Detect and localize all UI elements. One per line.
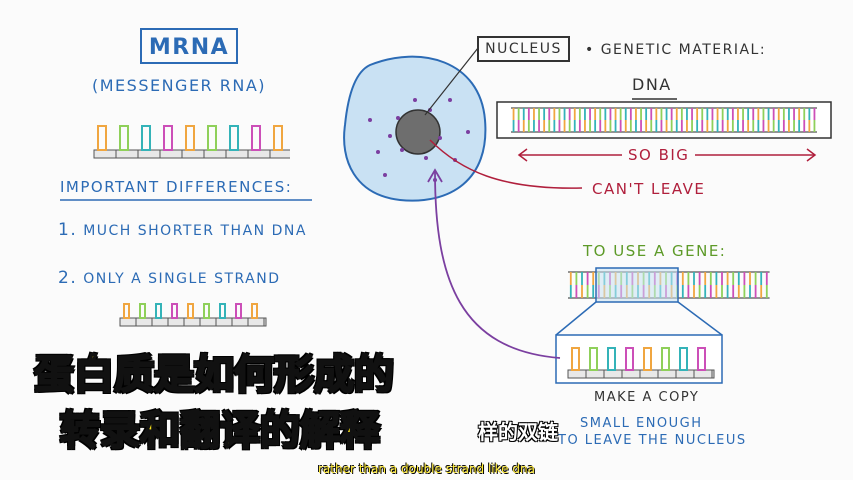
nucleus-label-box: NUCLEUS xyxy=(477,36,570,62)
nucleus-pointer xyxy=(424,47,479,116)
dna-dots xyxy=(368,98,470,182)
nucleotide-base xyxy=(171,303,178,319)
difference-2-number: 2. xyxy=(58,268,78,288)
copy-zoom xyxy=(555,301,723,384)
nucleotide-base xyxy=(155,303,162,319)
overlay-title-line2: 转录和翻译的解释 xyxy=(59,407,381,455)
nucleotide-base xyxy=(643,347,652,371)
dna-underline xyxy=(632,98,677,100)
nucleotide-base xyxy=(219,303,226,319)
nucleotide-base xyxy=(251,125,261,151)
gene-dna-strand xyxy=(568,267,770,303)
subtitle-english: rather than a double strand like dna xyxy=(318,462,535,476)
small-enough-line2: TO LEAVE THE NUCLEUS xyxy=(558,433,747,448)
dna-box xyxy=(496,101,832,139)
nucleotide-base xyxy=(141,125,151,151)
mrna-title: MRNA xyxy=(148,35,230,60)
to-use-gene-label: TO USE A GENE: xyxy=(583,242,727,260)
nucleotide-base xyxy=(123,303,130,319)
nucleotide-base xyxy=(697,347,706,371)
strand-backbone xyxy=(567,369,715,379)
subtitle-chinese: 样的双链 xyxy=(478,420,558,444)
mrna-strand-large xyxy=(93,125,290,159)
cant-leave-label: CAN'T LEAVE xyxy=(592,180,706,198)
nucleotide-base xyxy=(203,303,210,319)
nucleotide-base xyxy=(571,347,580,371)
mrna-subtitle: (MESSENGER RNA) xyxy=(92,76,267,95)
nucleotide-base xyxy=(273,125,283,151)
nucleotide-base xyxy=(235,303,242,319)
difference-1: 1. MUCH SHORTER THAN DNA xyxy=(58,220,307,240)
nucleotide-base xyxy=(661,347,670,371)
difference-1-text: MUCH SHORTER THAN DNA xyxy=(83,223,307,239)
nucleotide-base xyxy=(229,125,239,151)
cant-leave-arrow xyxy=(429,139,583,189)
nucleus xyxy=(395,109,441,155)
strand-backbone xyxy=(119,317,267,327)
nucleotide-base xyxy=(251,303,258,319)
nucleotide-base xyxy=(207,125,217,151)
overlay-title-line1: 蛋白质是如何形成的 xyxy=(33,351,395,399)
gene-highlight xyxy=(595,267,679,303)
genetic-material-label: • GENETIC MATERIAL: xyxy=(585,42,767,58)
nucleotide-base xyxy=(163,125,173,151)
nucleotide-base xyxy=(185,125,195,151)
nucleotide-base xyxy=(97,125,107,151)
small-enough-line1: SMALL ENOUGH xyxy=(580,416,703,431)
heading-underline xyxy=(60,199,312,201)
differences-heading: IMPORTANT DIFFERENCES: xyxy=(60,178,293,196)
mrna-title-box: MRNA xyxy=(140,28,238,64)
nucleotide-base xyxy=(607,347,616,371)
so-big-label: SO BIG xyxy=(622,146,696,164)
difference-2-text: ONLY A SINGLE STRAND xyxy=(83,271,281,287)
make-copy-label: MAKE A COPY xyxy=(594,390,700,405)
nucleotide-base xyxy=(139,303,146,319)
nucleus-label: NUCLEUS xyxy=(485,41,562,57)
mrna-strand-small xyxy=(119,303,267,327)
nucleotide-base xyxy=(589,347,598,371)
difference-1-number: 1. xyxy=(58,220,78,240)
nucleotide-base xyxy=(625,347,634,371)
strand-backbone xyxy=(93,149,290,159)
export-arrow xyxy=(427,168,561,359)
nucleotide-base xyxy=(187,303,194,319)
difference-2: 2. ONLY A SINGLE STRAND xyxy=(58,268,281,288)
nucleotide-base xyxy=(679,347,688,371)
dna-label: DNA xyxy=(632,75,672,94)
cell-illustration xyxy=(343,47,487,202)
nucleotide-base xyxy=(119,125,129,151)
